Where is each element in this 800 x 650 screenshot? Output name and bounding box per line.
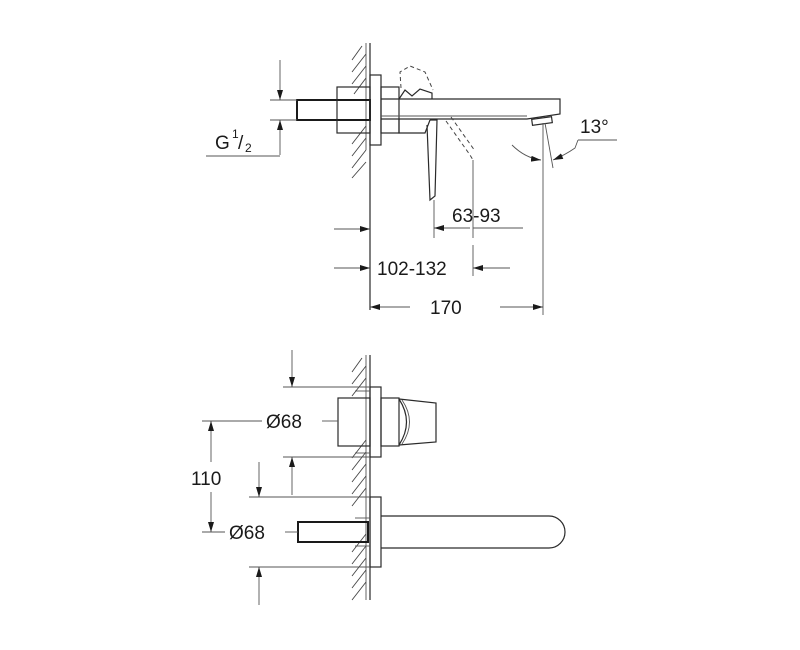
handle-offset-label: 63-93 xyxy=(452,206,501,227)
spout-length-label: 170 xyxy=(430,298,462,319)
handle-dashed-position xyxy=(399,65,434,91)
upper-body xyxy=(337,397,371,447)
mounting-body xyxy=(336,86,371,134)
center-distance-dimension: 110 xyxy=(191,421,221,532)
upper-rosette-plate xyxy=(369,386,382,458)
angle-label: 13° xyxy=(580,117,609,138)
lower-diameter-dimension: Ø68 xyxy=(202,462,370,605)
handle-knob xyxy=(398,398,437,446)
handle-lever xyxy=(398,88,433,100)
spout-top-view xyxy=(381,515,566,549)
wall-side-view xyxy=(351,43,371,310)
spout xyxy=(381,98,561,120)
thread-label-superscript: 1 xyxy=(232,127,239,141)
wall-projection-dimension: 102-132 xyxy=(334,226,510,280)
wall-top-view xyxy=(351,355,371,601)
handle-lever-down xyxy=(426,119,438,202)
wall-projection-label: 102-132 xyxy=(377,259,447,280)
thread-label-slash: / xyxy=(238,133,244,154)
thread-dimension: G 1 / 2 xyxy=(206,60,297,157)
center-distance-label: 110 xyxy=(191,469,221,490)
handle-offset-dimension: 63-93 xyxy=(433,160,523,238)
angle-dimension: 13° xyxy=(511,117,617,315)
thread-label-subscript: 2 xyxy=(245,141,252,155)
upper-diameter-label: Ø68 xyxy=(266,412,302,433)
aerator xyxy=(531,115,553,127)
upper-diameter-dimension: Ø68 xyxy=(202,350,370,495)
lower-rosette-plate xyxy=(369,496,382,568)
rosette-plate xyxy=(369,74,382,146)
thread-label-prefix: G xyxy=(215,133,230,154)
side-view: G 1 / 2 13° 63-93 102-132 xyxy=(206,43,617,319)
spout-length-dimension: 170 xyxy=(370,298,543,319)
top-view: Ø68 110 Ø68 xyxy=(191,350,566,605)
lower-diameter-label: Ø68 xyxy=(229,523,265,544)
lower-inlet-pipe xyxy=(297,521,369,543)
inlet-pipe xyxy=(296,99,371,121)
